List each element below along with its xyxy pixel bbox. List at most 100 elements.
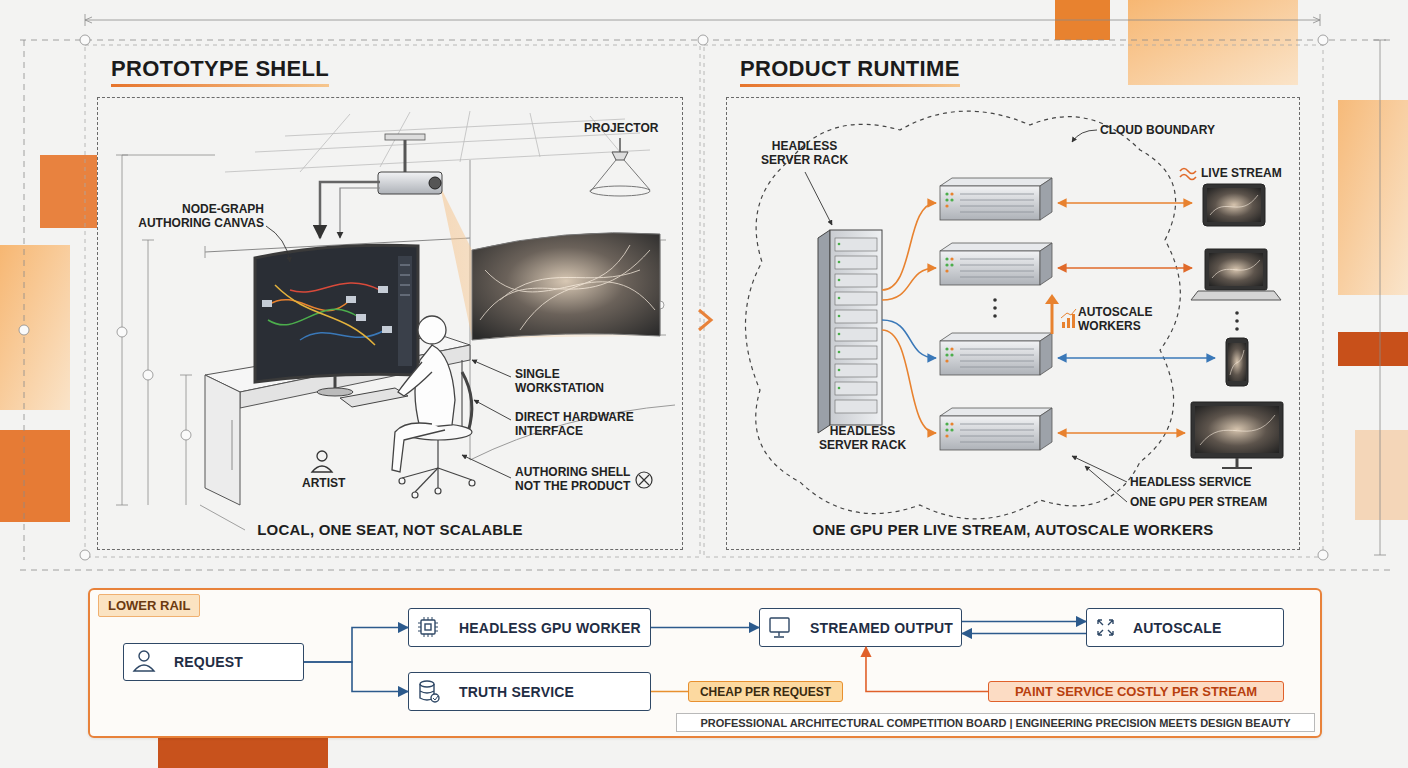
cloud-illustration <box>882 330 936 433</box>
studio-illustration <box>437 468 438 488</box>
callout-label: HEADLESS SERVER RACK <box>752 139 857 167</box>
studio-illustration <box>378 172 442 194</box>
cloud-illustration <box>835 292 877 305</box>
studio-illustration <box>612 152 628 160</box>
studio-illustration <box>290 283 380 292</box>
cloud-illustration <box>882 320 936 358</box>
cloud-illustration <box>1235 319 1239 323</box>
studio-illustration <box>255 133 640 152</box>
cloud-illustration <box>1180 175 1196 180</box>
cloud-illustration <box>1058 267 1192 269</box>
studio-illustration <box>268 309 360 325</box>
studio-illustration <box>480 250 650 320</box>
studio-illustration <box>142 240 154 241</box>
callout-label: ARTIST <box>302 476 362 490</box>
frame-line <box>85 45 700 557</box>
cloud-illustration <box>835 346 877 359</box>
studio-illustration <box>382 326 392 333</box>
cloud-illustration <box>993 314 997 318</box>
board-note: PROFESSIONAL ARCHITECTURAL COMPETITION B… <box>676 713 1315 732</box>
callout-label: PROJECTOR <box>584 121 684 135</box>
studio-illustration <box>415 468 438 492</box>
decor-block <box>1128 0 1298 85</box>
studio-illustration <box>268 283 385 345</box>
cloud-illustration <box>835 256 877 269</box>
studio-illustration <box>485 270 655 310</box>
panel-heading: PROTOTYPE SHELL <box>111 56 329 87</box>
studio-illustration <box>639 475 649 485</box>
cloud-illustration <box>1235 327 1239 331</box>
frame-line <box>1380 40 1381 555</box>
studio-illustration <box>392 423 445 472</box>
cloud-illustration <box>1180 169 1196 180</box>
cloud-illustration <box>1191 402 1283 458</box>
studio-illustration <box>460 111 470 162</box>
box-label: REQUEST <box>124 654 243 670</box>
cloud-illustration <box>835 310 877 323</box>
studio-illustration <box>181 430 191 440</box>
studio-illustration <box>461 360 462 430</box>
callout-label: AUTOSCALE WORKERS <box>1078 305 1168 333</box>
frame-line <box>698 35 708 45</box>
studio-illustration <box>470 405 675 460</box>
cloud-illustration <box>1203 184 1265 226</box>
cloud-illustration <box>838 333 841 336</box>
studio-illustration <box>462 372 472 432</box>
box-label: TRUTH SERVICE <box>409 684 574 700</box>
cloud-illustration <box>838 243 841 246</box>
rail-band: LOWER RAILREQUESTHEADLESS GPU WORKERTRUT… <box>88 588 1322 738</box>
studio-illustration <box>116 111 675 530</box>
studio-illustration <box>262 286 392 333</box>
studio-illustration <box>266 226 511 478</box>
studio-illustration <box>143 370 153 380</box>
cloud-illustration <box>835 238 877 413</box>
cloud-illustration <box>993 298 997 302</box>
frame-line <box>1318 550 1328 560</box>
studio-illustration <box>320 182 380 238</box>
studio-illustration <box>469 480 475 486</box>
frame-line <box>1318 35 1328 45</box>
cloud-illustration <box>1067 318 1070 328</box>
cost-tag: CHEAP PER REQUEST <box>688 681 843 702</box>
tag-label: PAINT SERVICE COSTLY PER STREAM <box>1015 684 1257 699</box>
cloud-illustration <box>1195 406 1279 453</box>
tag-label: CHEAP PER REQUEST <box>700 685 831 699</box>
frame-line <box>85 20 1320 21</box>
cloud-illustration <box>882 203 936 433</box>
cloud-illustration <box>940 178 1052 220</box>
decor-block <box>0 245 70 410</box>
studio-illustration <box>225 150 650 172</box>
cloud-illustration <box>838 351 841 354</box>
studio-illustration <box>117 327 127 337</box>
studio-illustration <box>356 314 366 321</box>
studio-illustration <box>266 226 290 262</box>
studio-illustration <box>312 466 332 472</box>
studio-illustration <box>312 451 332 472</box>
studio-illustration <box>472 360 511 377</box>
cost-tag: PAINT SERVICE COSTLY PER STREAM <box>988 681 1284 702</box>
cloud-illustration <box>882 203 936 290</box>
cloud-illustration <box>1072 314 1075 328</box>
cloud-illustration <box>805 172 832 225</box>
studio-illustration <box>530 113 540 157</box>
frame-line <box>704 45 1323 557</box>
cloud-illustration <box>1236 458 1239 467</box>
note-text: PROFESSIONAL ARCHITECTURAL COMPETITION B… <box>700 717 1290 729</box>
studio-illustration <box>636 472 652 488</box>
process-box: STREAMED OUTPUT <box>759 608 962 647</box>
cloud-illustration <box>1222 467 1252 469</box>
chevron <box>699 310 711 330</box>
cloud-illustration <box>1045 294 1059 304</box>
callout-label: NODE-GRAPH AUTHORING CANVAS <box>122 202 264 230</box>
callout-label: DIRECT HARDWARE INTERFACE <box>515 410 655 438</box>
studio-illustration <box>346 296 356 303</box>
cloud-illustration <box>882 268 936 300</box>
rail-tab: LOWER RAIL <box>98 594 200 617</box>
cloud-illustration <box>1209 253 1263 286</box>
decor-block <box>1338 332 1408 366</box>
studio-illustration <box>317 451 327 461</box>
panel-heading: PRODUCT RUNTIME <box>740 56 960 87</box>
studio-illustration <box>500 270 640 300</box>
